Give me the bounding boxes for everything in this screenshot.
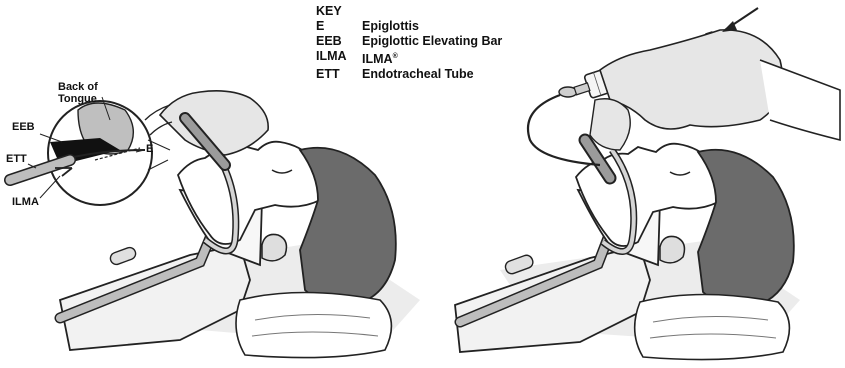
- label-back-of-tongue-2: Tongue: [58, 93, 97, 105]
- key-legend: KEY E Epiglottis EEB Epiglottic Elevatin…: [316, 4, 502, 82]
- key-abbr: E: [316, 19, 362, 34]
- label-e: E: [146, 143, 153, 155]
- key-meaning-ilma: ILMA®: [362, 49, 502, 67]
- right-fingers: [590, 99, 630, 150]
- key-meaning: ILMA: [362, 52, 393, 66]
- label-back-of-tongue-1: Back of: [58, 81, 98, 93]
- label-ett: ETT: [6, 153, 27, 165]
- key-meaning: Epiglottic Elevating Bar: [362, 34, 502, 49]
- key-meaning: Endotracheal Tube: [362, 67, 502, 82]
- key-row-e: E Epiglottis: [316, 19, 502, 34]
- key-abbr: EEB: [316, 34, 362, 49]
- leader-ilma: [40, 176, 60, 198]
- right-illustration: [455, 8, 840, 360]
- left-shoulder: [60, 245, 250, 350]
- key-abbr: ETT: [316, 67, 362, 82]
- right-ear: [660, 236, 684, 262]
- key-title: KEY: [316, 4, 502, 19]
- key-meaning: Epiglottis: [362, 19, 502, 34]
- right-sleeve: [760, 60, 840, 140]
- key-row-ilma: ILMA ILMA®: [316, 49, 502, 67]
- left-tube-cap: [109, 246, 138, 266]
- left-hair: [300, 148, 396, 305]
- key-table: E Epiglottis EEB Epiglottic Elevating Ba…: [316, 19, 502, 82]
- right-hair: [698, 150, 794, 307]
- left-pillow: [236, 293, 391, 358]
- key-row-eeb: EEB Epiglottic Elevating Bar: [316, 34, 502, 49]
- right-pillow: [635, 295, 790, 360]
- syringe-tip: [574, 83, 590, 95]
- key-row-ett: ETT Endotracheal Tube: [316, 67, 502, 82]
- registered-mark: ®: [393, 53, 398, 60]
- left-ear: [262, 234, 286, 260]
- key-abbr: ILMA: [316, 49, 362, 67]
- label-ilma: ILMA: [12, 196, 39, 208]
- label-eeb: EEB: [12, 121, 35, 133]
